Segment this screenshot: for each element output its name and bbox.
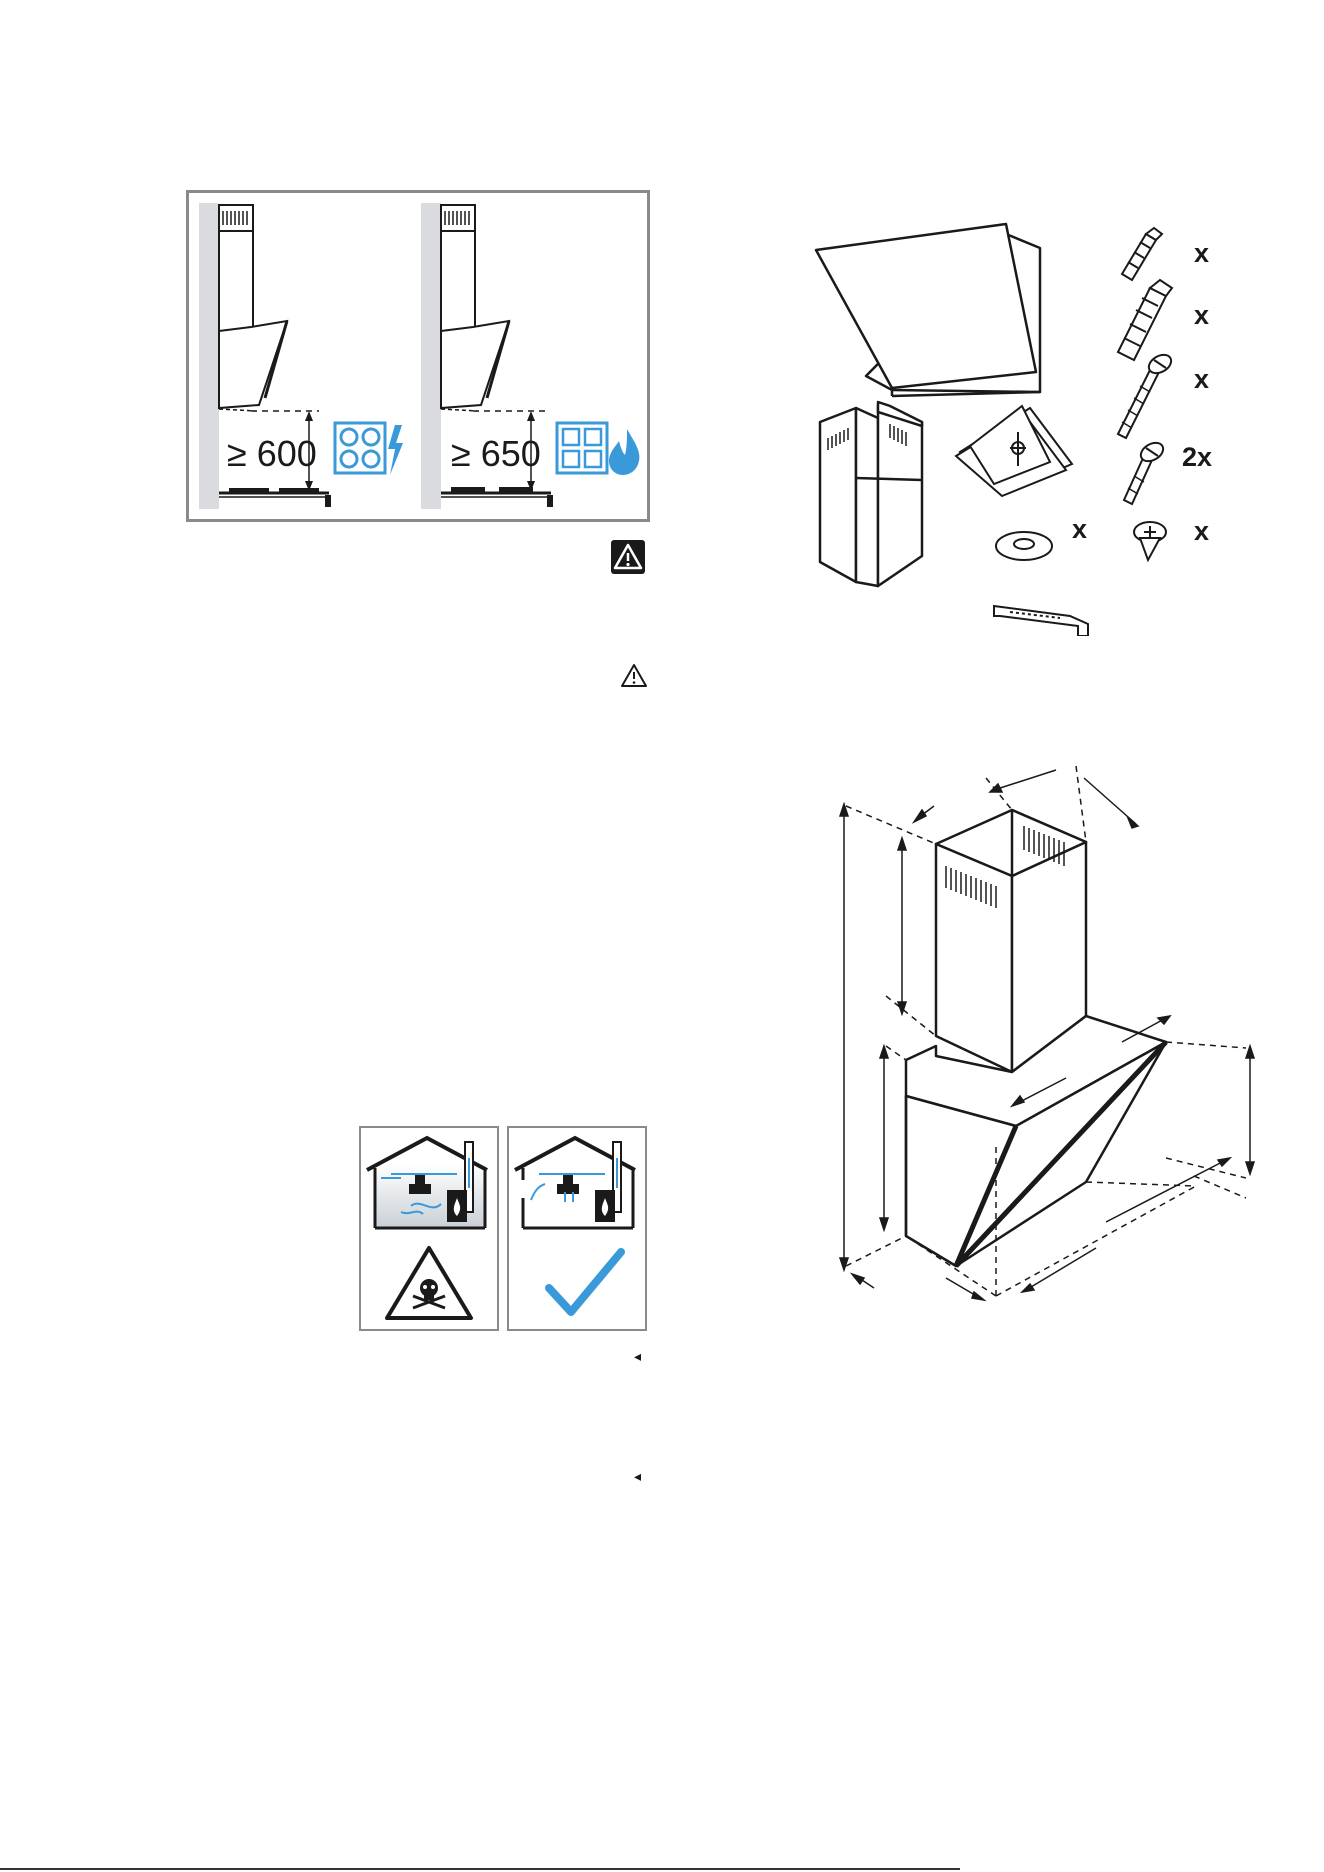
electric-clearance-label: ≥ 600	[227, 433, 317, 475]
clearance-diagram: ≥ 600 ≥ 650	[186, 190, 650, 522]
qty-screw-small: x	[1194, 516, 1209, 547]
gas-flame-icon	[609, 429, 639, 475]
manual-part	[956, 406, 1072, 496]
hood-body	[906, 1016, 1166, 1266]
electric-bolt-icon	[388, 425, 403, 475]
plug-large-part	[1118, 280, 1172, 360]
qty-plug-large: x	[1194, 300, 1209, 331]
chimney-part	[820, 402, 922, 586]
screw-medium-part	[1124, 439, 1166, 504]
dimension-drawing	[826, 766, 1266, 1326]
dimension-illustration	[826, 766, 1266, 1326]
warning-outline-icon	[620, 663, 648, 689]
plug-small-part	[1122, 228, 1162, 280]
checkmark-icon	[549, 1252, 621, 1312]
washer-part	[996, 532, 1052, 560]
footer-rule	[0, 1868, 960, 1870]
vent-ok-box	[507, 1126, 647, 1331]
qty-screw-medium: 2x	[1182, 442, 1212, 473]
qty-washer: x	[1072, 514, 1087, 545]
screw-long-part	[1118, 351, 1174, 438]
pointer-marker-2: ◂	[634, 1468, 641, 1485]
vent-hazard-box	[359, 1126, 499, 1331]
qty-plug-small: x	[1194, 238, 1209, 269]
screw-small-part	[1134, 522, 1166, 560]
gas-clearance-label: ≥ 650	[451, 433, 541, 475]
qty-screw-long: x	[1194, 364, 1209, 395]
pointer-marker-1: ◂	[634, 1348, 641, 1365]
hood-canopy	[816, 224, 1040, 396]
parts-diagram: x x x 2x x x	[810, 216, 1320, 636]
gas-hob-icon	[557, 423, 607, 473]
parts-illustration	[810, 216, 1320, 636]
bracket-part	[994, 606, 1088, 636]
warning-triangle-icon	[611, 540, 645, 574]
